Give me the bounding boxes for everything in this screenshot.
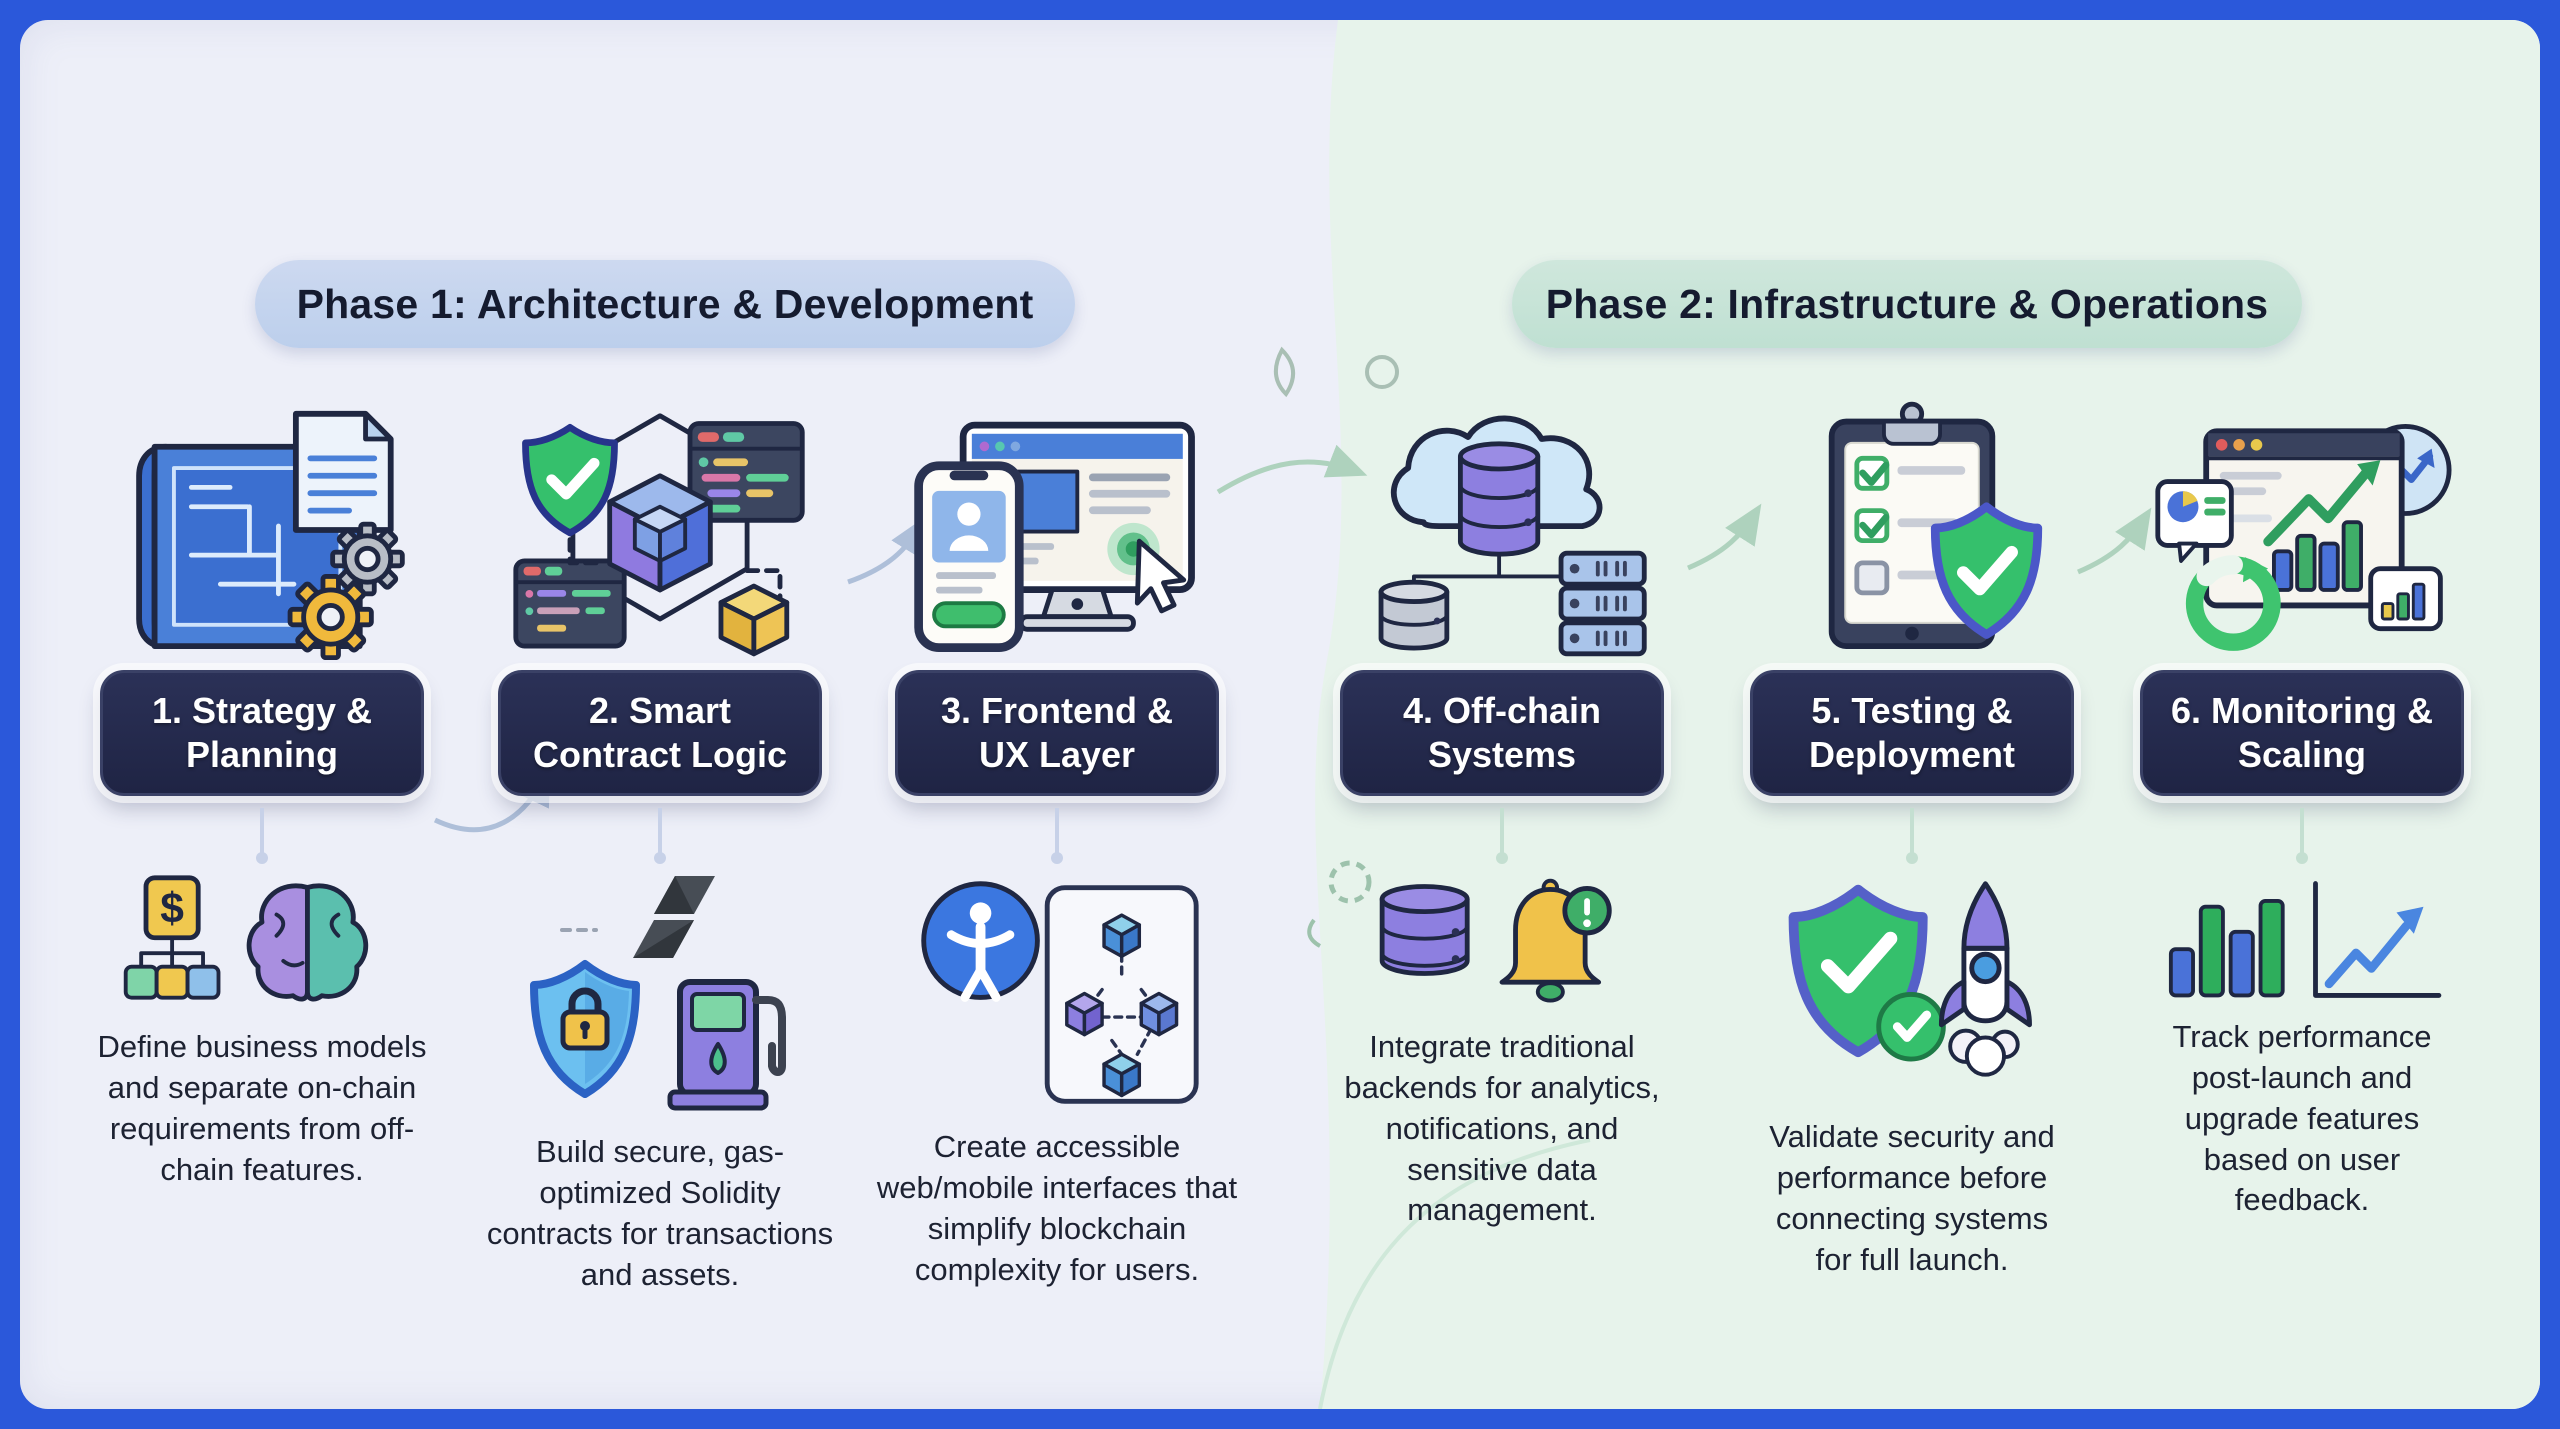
step-description: Create accessible web/mobile interfaces … bbox=[876, 1128, 1238, 1287]
database-notification-bell-icon bbox=[1352, 872, 1652, 1017]
accessibility-cube-flow-icon bbox=[907, 872, 1207, 1117]
connector-line bbox=[1910, 807, 1914, 854]
step-column-1: 1. Strategy & Planning $ Define business… bbox=[62, 385, 462, 1190]
step-description: Build secure, gas-optimized Solidity con… bbox=[486, 1133, 834, 1292]
step-column-4: 4. Off-chain Systems Integrate tradition… bbox=[1302, 385, 1702, 1231]
step-column-3: 3. Frontend & UX Layer bbox=[857, 385, 1257, 1290]
step-column-5: 5. Testing & Deployment bbox=[1712, 385, 2112, 1280]
phase-1-header: Phase 1: Architecture & Development bbox=[255, 260, 1075, 348]
shield-cube-code-windows-icon bbox=[510, 385, 810, 660]
lock-shield-solidity-gas-pump-icon bbox=[510, 872, 810, 1122]
checklist-clipboard-shield-icon bbox=[1762, 385, 2062, 660]
step-title-chip: 5. Testing & Deployment bbox=[1750, 670, 2074, 796]
connector-line bbox=[260, 807, 264, 854]
svg-text:$: $ bbox=[160, 884, 184, 932]
bar-chart-trend-arrow-icon bbox=[2152, 872, 2452, 1007]
connector-line bbox=[2300, 807, 2304, 854]
infographic-canvas: Phase 1: Architecture & Development Phas… bbox=[20, 20, 2540, 1409]
step-description: Integrate traditional backends for analy… bbox=[1344, 1028, 1660, 1228]
connector-line bbox=[1500, 807, 1504, 854]
connector-line bbox=[658, 807, 662, 854]
step-description: Validate security and performance before… bbox=[1769, 1118, 2055, 1277]
step-title-chip: 3. Frontend & UX Layer bbox=[895, 670, 1219, 796]
cloud-database-servers-icon bbox=[1352, 385, 1652, 660]
dashboard-growth-chart-icon bbox=[2152, 385, 2452, 660]
connector-line bbox=[1055, 807, 1059, 854]
step-description: Define business models and separate on-c… bbox=[97, 1028, 427, 1187]
blueprint-document-gears-icon bbox=[112, 385, 412, 660]
step-title-chip: 2. Smart Contract Logic bbox=[498, 670, 822, 796]
step-column-2: 2. Smart Contract Logic bbox=[460, 385, 860, 1295]
step-description: Track performance post-launch and upgrad… bbox=[2172, 1018, 2432, 1218]
monitor-phone-cursor-icon bbox=[907, 385, 1207, 660]
org-chart-brain-icon: $ bbox=[112, 872, 412, 1017]
step-title-chip: 4. Off-chain Systems bbox=[1340, 670, 1664, 796]
step-title-chip: 1. Strategy & Planning bbox=[100, 670, 424, 796]
shield-check-rocket-icon bbox=[1762, 872, 2062, 1107]
phase-2-header: Phase 2: Infrastructure & Operations bbox=[1512, 260, 2302, 348]
step-column-6: 6. Monitoring & Scaling Track performanc… bbox=[2102, 385, 2502, 1221]
step-title-chip: 6. Monitoring & Scaling bbox=[2140, 670, 2464, 796]
